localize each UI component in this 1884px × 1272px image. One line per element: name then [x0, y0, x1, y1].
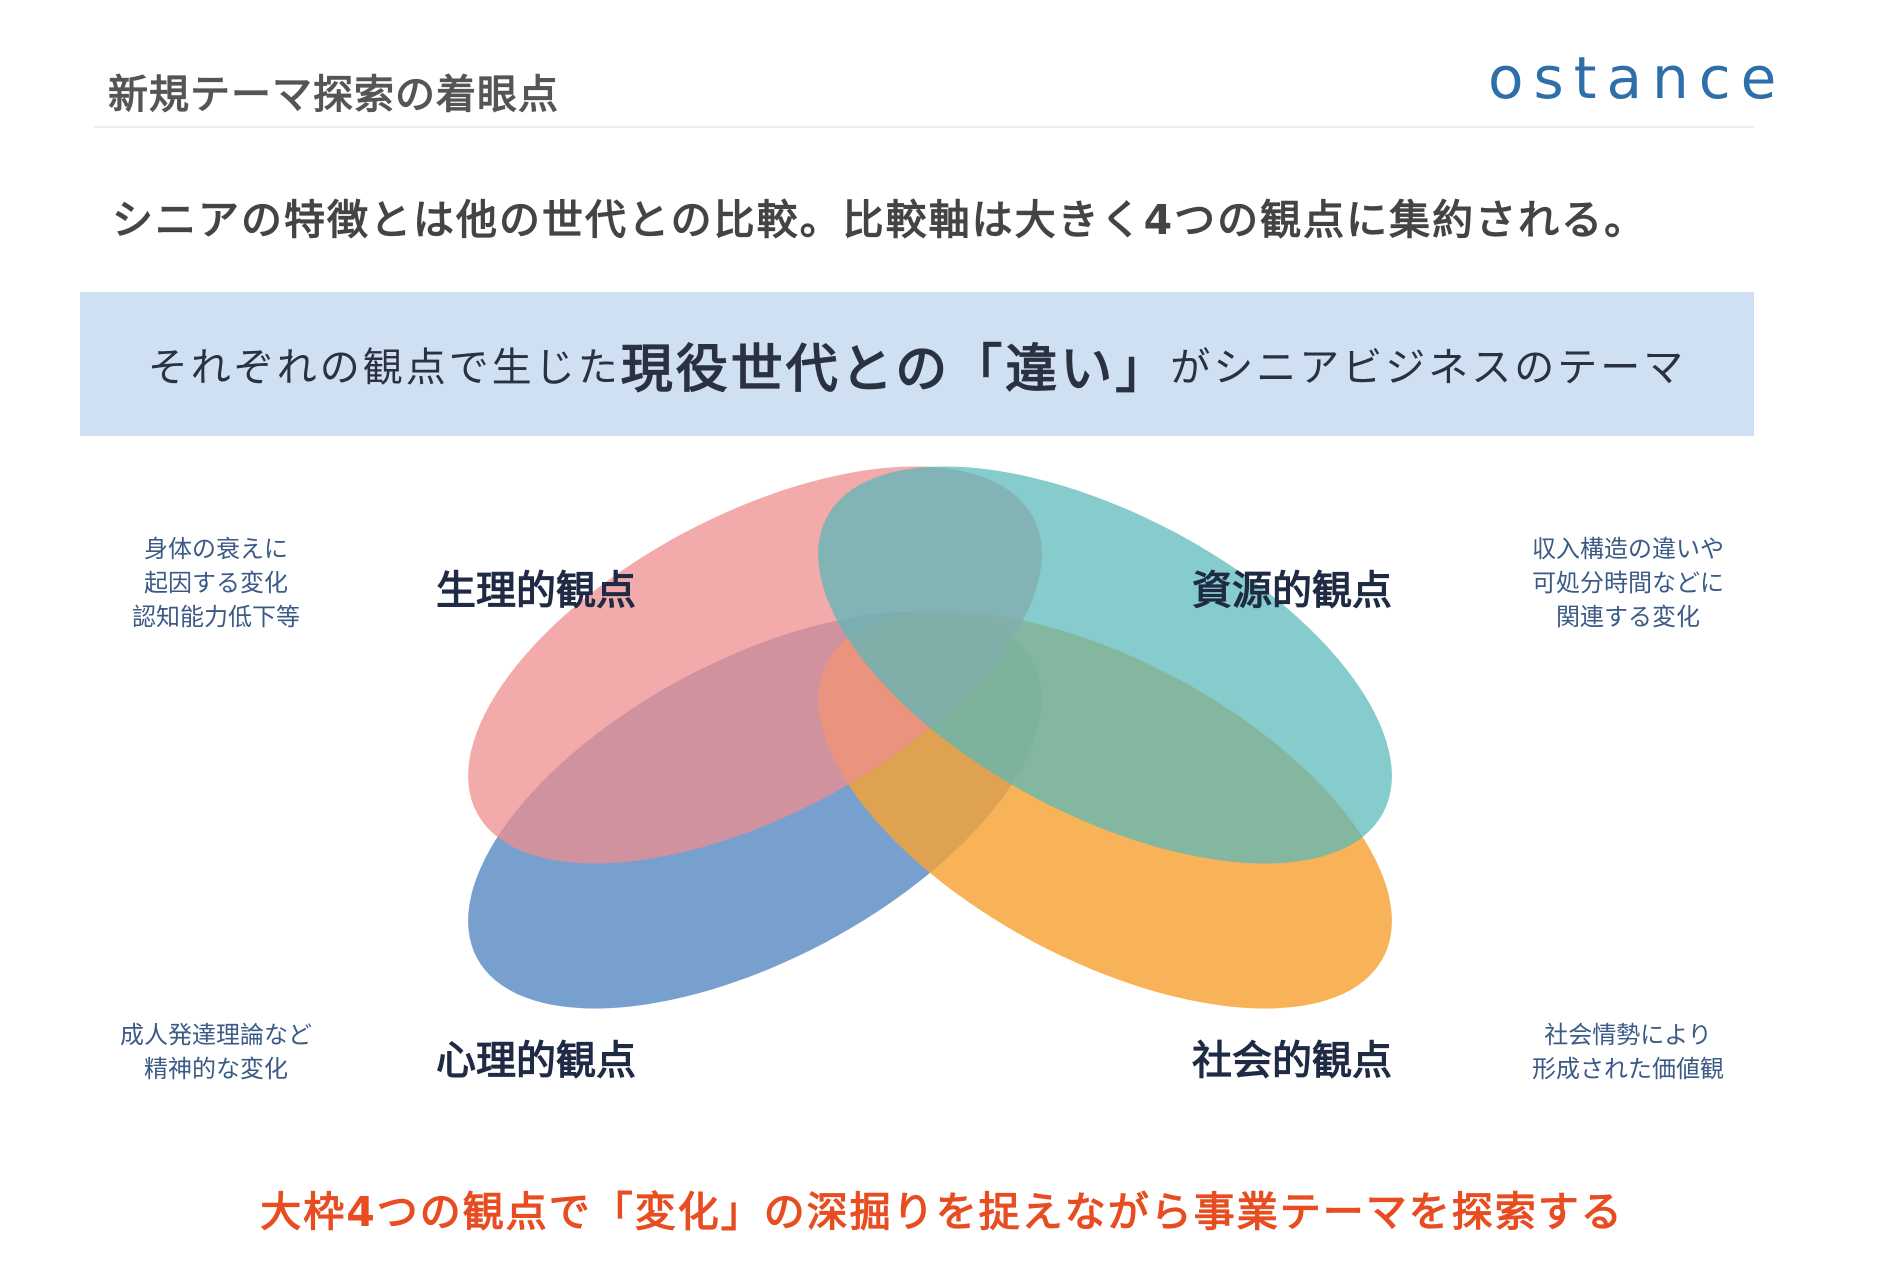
- banner-emphasis: 現役世代との「違い」: [620, 339, 1171, 400]
- header-divider: [94, 126, 1754, 128]
- desc-line: 可処分時間などに: [1532, 569, 1724, 597]
- label-physiological: 生理的観点: [436, 568, 636, 614]
- desc-line: 認知能力低下等: [132, 603, 300, 631]
- desc-social: 社会情勢により 形成された価値観: [1488, 1018, 1768, 1086]
- desc-line: 精神的な変化: [144, 1055, 288, 1083]
- desc-line: 関連する変化: [1556, 603, 1700, 631]
- label-resource: 資源的観点: [1192, 568, 1392, 614]
- desc-line: 形成された価値観: [1532, 1055, 1724, 1083]
- banner-suffix: がシニアビジネスのテーマ: [1170, 345, 1687, 391]
- ellipse-resource: [818, 466, 1392, 864]
- desc-line: 起因する変化: [144, 569, 288, 597]
- banner-prefix: それぞれの観点で生じた: [147, 345, 621, 391]
- page-title: 新規テーマ探索の着眼点: [108, 72, 559, 118]
- desc-line: 社会情勢により: [1544, 1021, 1712, 1049]
- company-logo: ostance: [1488, 44, 1787, 112]
- slide-subtitle: シニアの特徴とは他の世代との比較。比較軸は大きく4つの観点に集約される。: [112, 196, 1648, 244]
- desc-psychological: 成人発達理論など 精神的な変化: [86, 1018, 346, 1086]
- desc-line: 身体の衰えに: [144, 535, 288, 563]
- label-psychological: 心理的観点: [436, 1038, 636, 1084]
- theme-banner: それぞれの観点で生じた 現役世代との「違い」 がシニアビジネスのテーマ: [80, 292, 1754, 436]
- conclusion-statement: 大枠4つの観点で「変化」の深掘りを捉えながら事業テーマを探索する: [260, 1188, 1624, 1236]
- desc-line: 成人発達理論など: [120, 1021, 312, 1049]
- desc-physiological: 身体の衰えに 起因する変化 認知能力低下等: [96, 532, 336, 634]
- label-social: 社会的観点: [1192, 1038, 1392, 1084]
- desc-resource: 収入構造の違いや 可処分時間などに 関連する変化: [1488, 532, 1768, 634]
- desc-line: 収入構造の違いや: [1532, 535, 1724, 563]
